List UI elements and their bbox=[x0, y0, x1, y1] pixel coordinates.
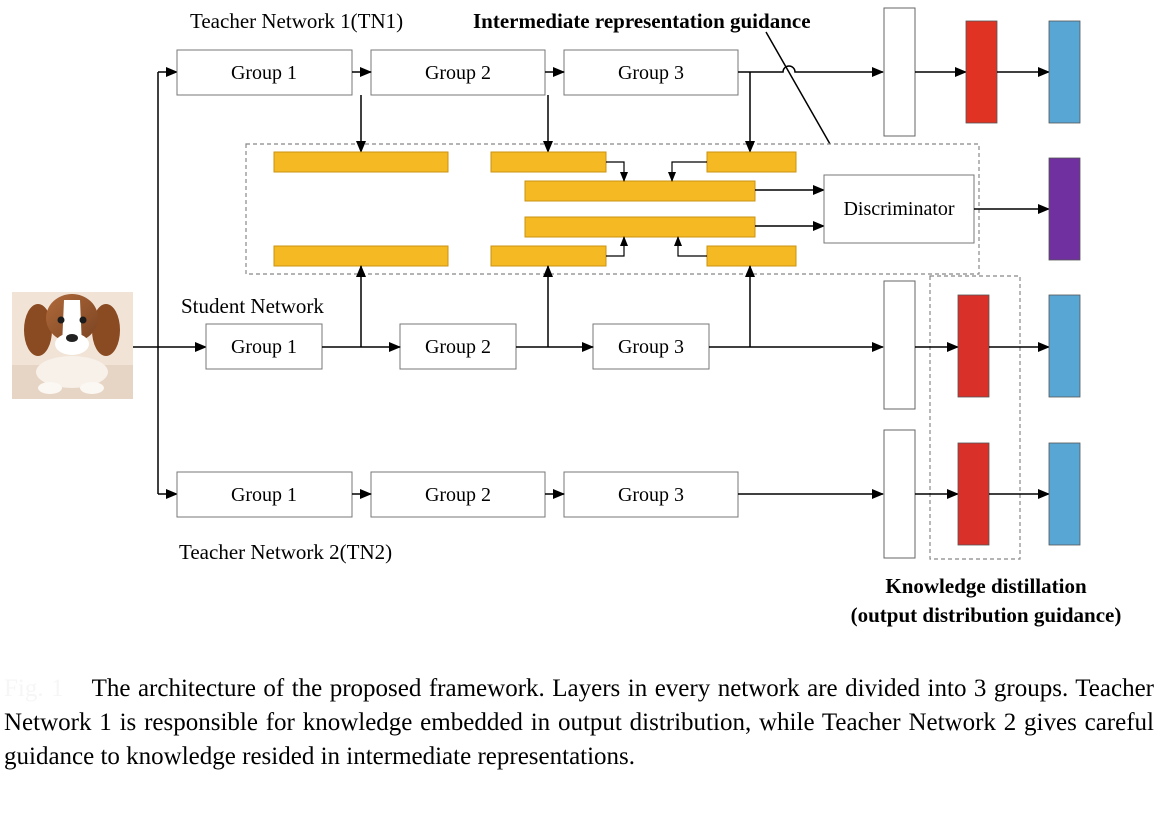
tn1-group-3-box: Group 3 bbox=[563, 49, 739, 96]
tn1-softmax-block bbox=[965, 20, 998, 124]
tn1-feature-bar-3 bbox=[706, 151, 797, 173]
student-title: Student Network bbox=[181, 294, 324, 318]
tn1-combined-feature-bar bbox=[524, 180, 756, 202]
svg-text:Group 3: Group 3 bbox=[618, 336, 684, 358]
student-group-3-box: Group 3 bbox=[592, 323, 710, 370]
tn1-group-1-box: Group 1 bbox=[176, 49, 353, 96]
kd-title-line2: (output distribution guidance) bbox=[851, 603, 1122, 627]
tn1-output-block bbox=[1048, 20, 1081, 124]
svg-text:Group 3: Group 3 bbox=[618, 62, 684, 84]
discriminator-box: Discriminator bbox=[823, 174, 975, 244]
guidance-pointer-line bbox=[765, 31, 831, 145]
kd-region bbox=[929, 275, 1021, 560]
tn2-output-block bbox=[1048, 442, 1081, 546]
caption-text: The architecture of the proposed framewo… bbox=[4, 675, 1154, 770]
intermediate-guidance-title: Intermediate representation guidance bbox=[473, 9, 811, 33]
tn1-feature-bar-2 bbox=[490, 151, 607, 173]
architecture-diagram: Teacher Network 1(TN1) Intermediate repr… bbox=[12, 7, 1122, 627]
tn2-fc-layer bbox=[883, 429, 916, 559]
tn2-group-3-box: Group 3 bbox=[563, 471, 739, 518]
tn1-feature-bar-1 bbox=[273, 151, 449, 173]
svg-text:Group 1: Group 1 bbox=[231, 336, 297, 358]
tn2-group-1-box: Group 1 bbox=[176, 471, 353, 518]
svg-text:Group 2: Group 2 bbox=[425, 62, 491, 84]
tn2-softmax-block bbox=[957, 442, 990, 546]
student-combined-feature-bar bbox=[524, 216, 756, 238]
student-output-block bbox=[1048, 294, 1081, 398]
caption-label: Fig. 1 bbox=[4, 675, 64, 702]
student-group-2-box: Group 2 bbox=[399, 323, 517, 370]
svg-text:Group 2: Group 2 bbox=[425, 484, 491, 506]
student-feature-bar-3 bbox=[706, 245, 797, 267]
student-softmax-block bbox=[957, 294, 990, 398]
student-feature-bar-1 bbox=[273, 245, 449, 267]
svg-text:Group 1: Group 1 bbox=[231, 62, 297, 84]
svg-text:Group 2: Group 2 bbox=[425, 336, 491, 358]
tn1-fc-layer bbox=[883, 7, 916, 137]
student-fc-layer bbox=[883, 280, 916, 410]
tn1-title: Teacher Network 1(TN1) bbox=[190, 9, 403, 33]
discriminator-output-block bbox=[1048, 157, 1081, 261]
tn1-group-2-box: Group 2 bbox=[370, 49, 546, 96]
student-group-1-box: Group 1 bbox=[205, 323, 323, 370]
svg-text:Discriminator: Discriminator bbox=[843, 198, 954, 220]
svg-text:Group 1: Group 1 bbox=[231, 484, 297, 506]
tn2-title: Teacher Network 2(TN2) bbox=[179, 540, 392, 564]
student-feature-bar-2 bbox=[490, 245, 607, 267]
kd-title-line1: Knowledge distillation bbox=[885, 574, 1087, 598]
svg-text:Group 3: Group 3 bbox=[618, 484, 684, 506]
input-dog-image bbox=[12, 292, 133, 399]
tn2-group-2-box: Group 2 bbox=[370, 471, 546, 518]
tn1-output-arrow bbox=[738, 65, 884, 77]
